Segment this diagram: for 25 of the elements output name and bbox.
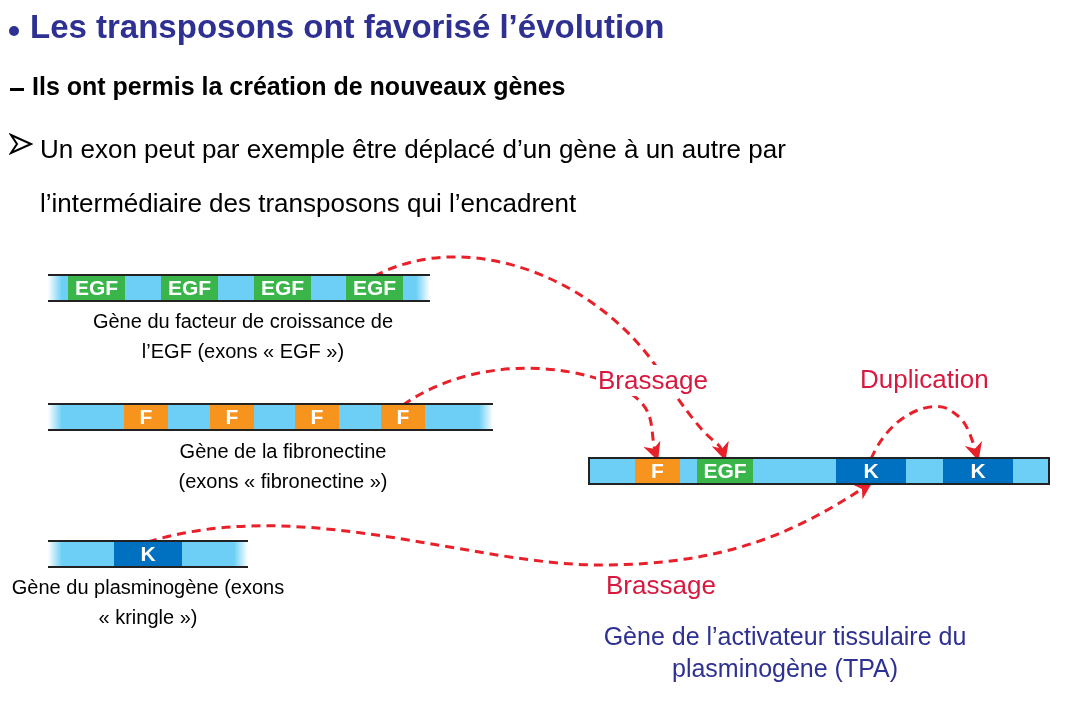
- exon-box: K: [943, 459, 1013, 483]
- exon-box: EGF: [697, 459, 753, 483]
- edge-label: Brassage: [596, 365, 710, 396]
- gene-caption: Gène de la fibronectine (exons « fibronectine »): [177, 439, 389, 494]
- exon-box: EGF: [161, 276, 218, 300]
- exon-box: F: [295, 405, 339, 429]
- exon-box: EGF: [254, 276, 311, 300]
- gene-caption: Gène de l’activateur tissulaire du plasminogène (TPA): [602, 621, 968, 684]
- exon-box: K: [836, 459, 906, 483]
- exon-box: F: [381, 405, 425, 429]
- gene-bar: [588, 457, 1050, 485]
- gene-caption: Gène du plasminogène (exons « kringle »): [10, 575, 286, 630]
- gene-bar: [48, 403, 493, 431]
- gene-caption: Gène du facteur de croissance de l’EGF (exons « EGF »): [91, 309, 395, 364]
- exon-box: F: [635, 459, 680, 483]
- exon-box: F: [124, 405, 168, 429]
- subheading: Ils ont permis la création de nouveaux gènes: [32, 72, 566, 101]
- exon-box: F: [210, 405, 254, 429]
- exon-box: EGF: [346, 276, 403, 300]
- gene-bar: [48, 274, 430, 302]
- gene-bar: [48, 540, 248, 568]
- exon-box: EGF: [68, 276, 125, 300]
- title: Les transposons ont favorisé l’évolution: [30, 8, 665, 46]
- body-text: Un exon peut par exemple être déplacé d’un gène à un autre par l’intermédiaire des transposons qui l’encadrent: [40, 133, 787, 220]
- exon-box: K: [114, 542, 182, 566]
